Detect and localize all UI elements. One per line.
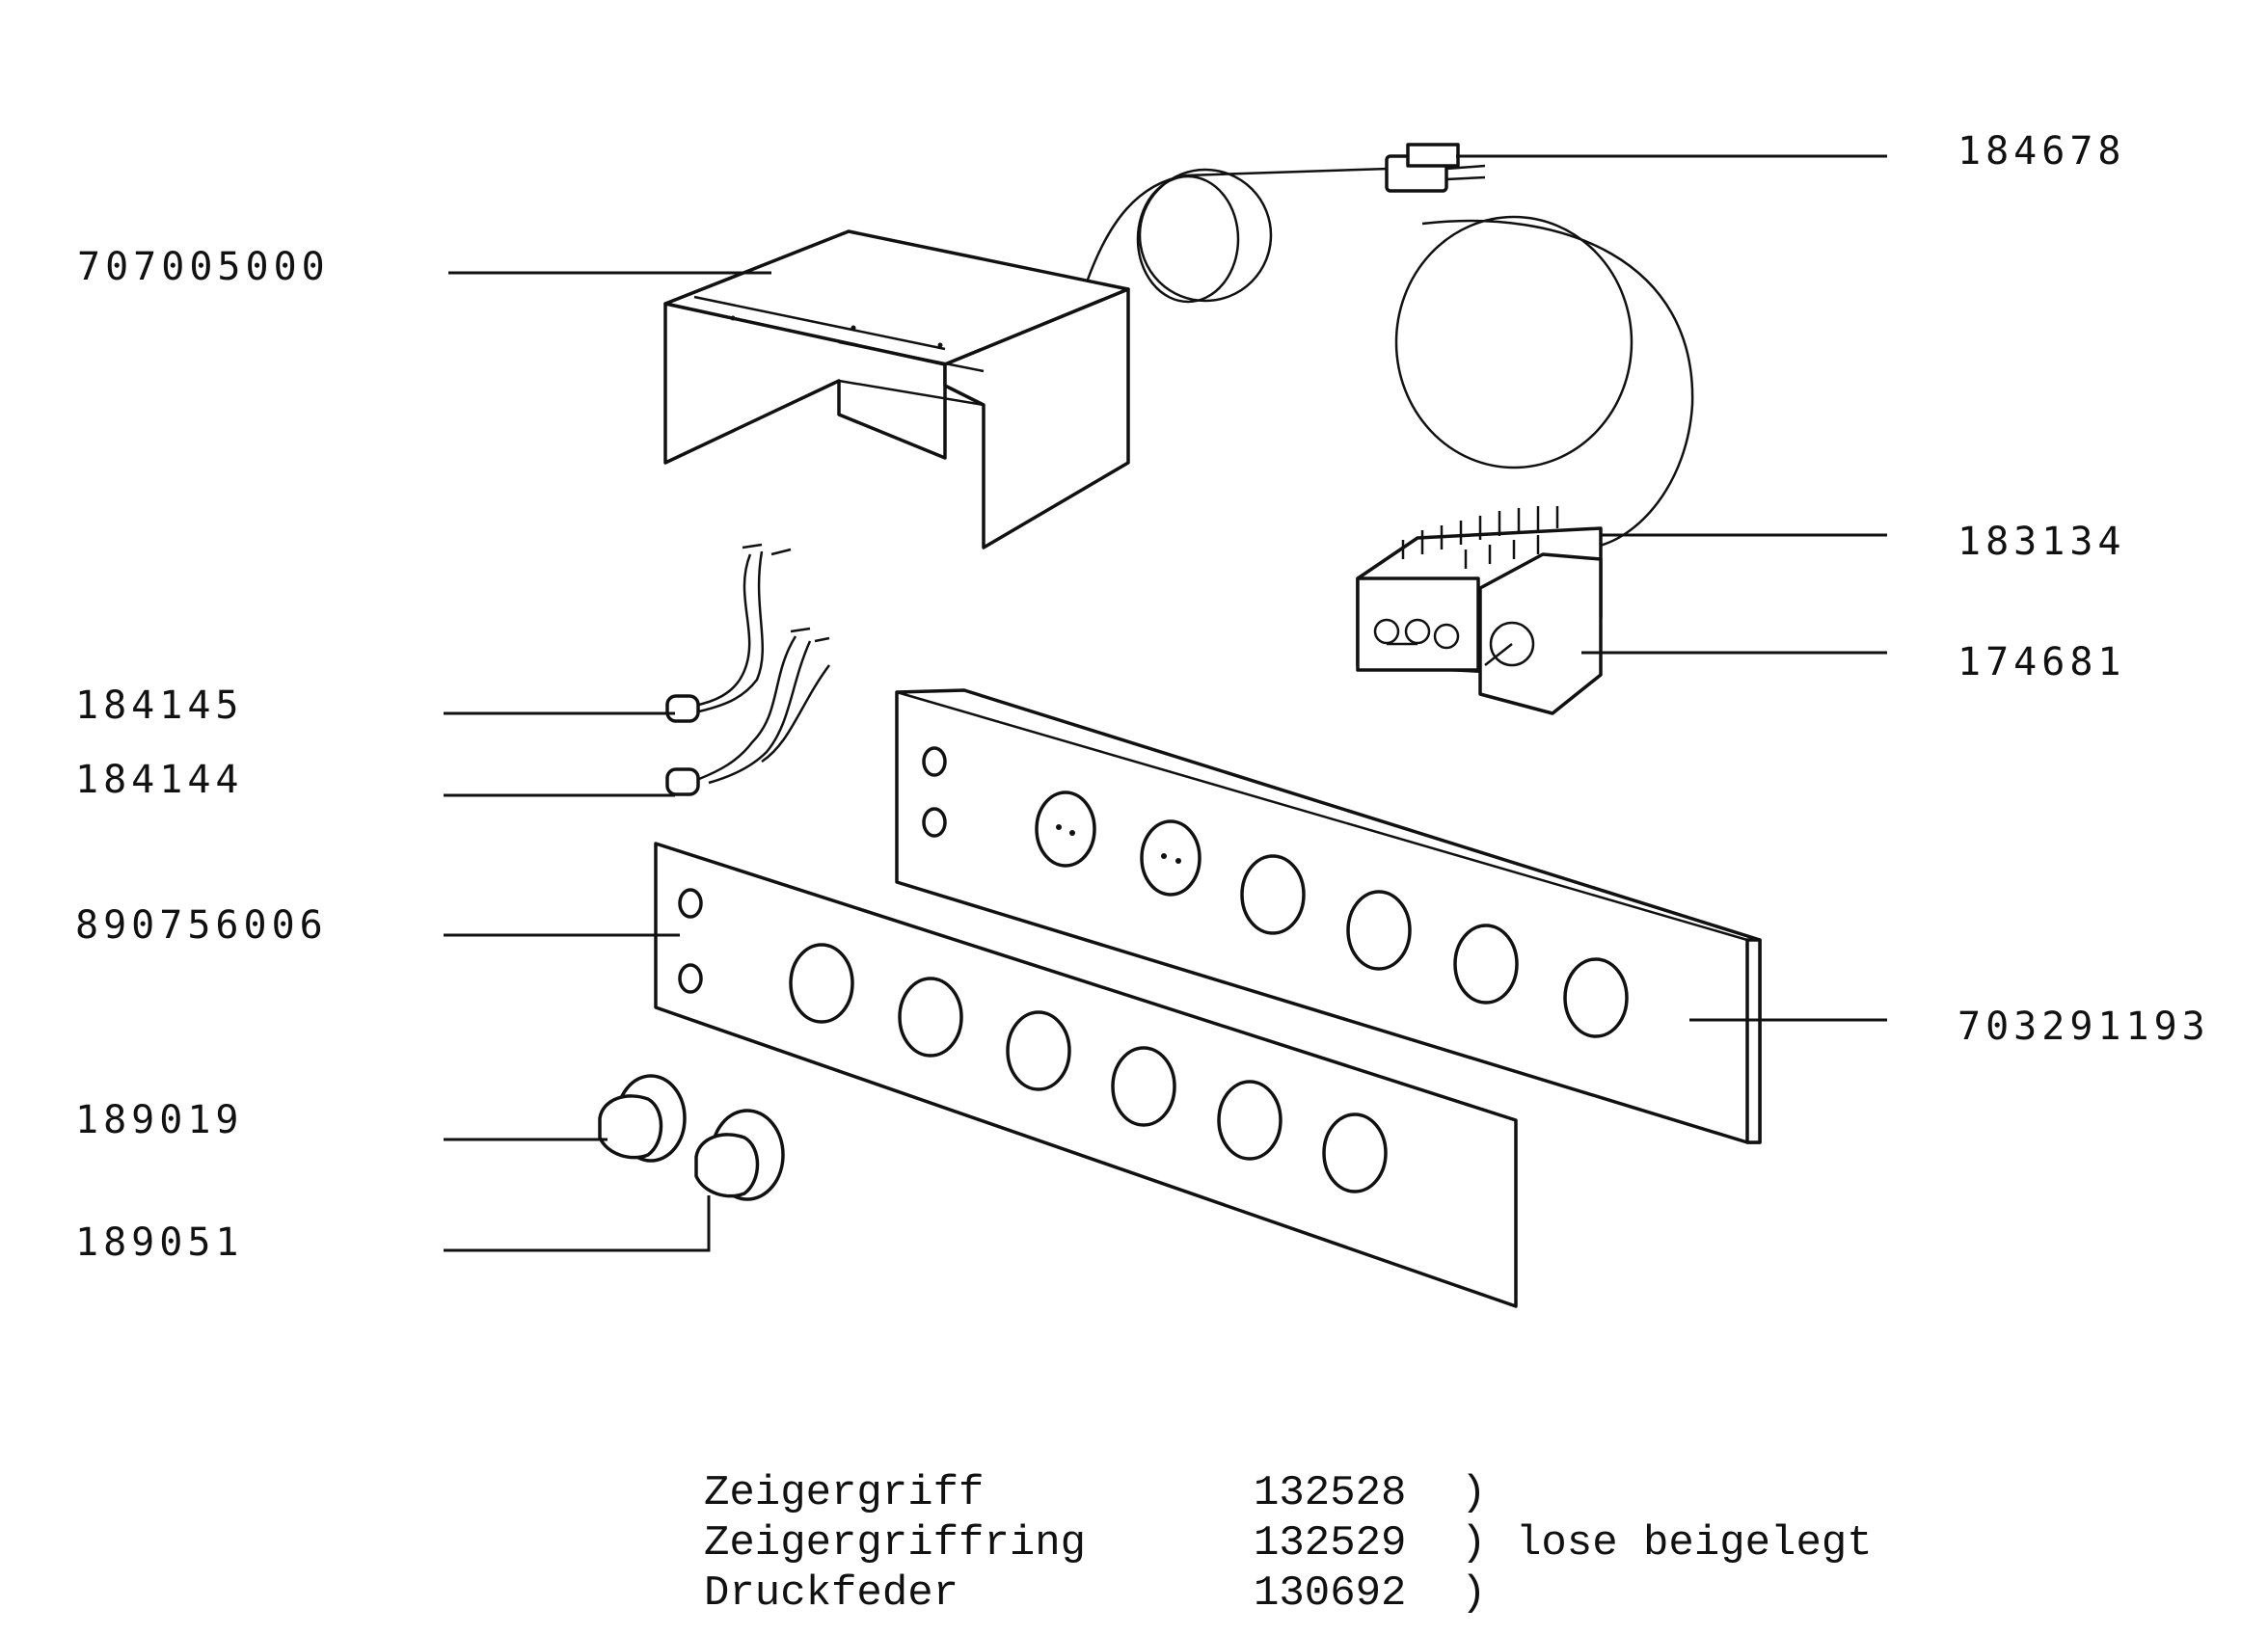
note-number-1: 132528 bbox=[1254, 1469, 1406, 1517]
note-number-3: 130692 bbox=[1254, 1569, 1406, 1618]
label-184145: 184145 bbox=[75, 683, 244, 728]
capillary-sensor bbox=[1086, 143, 1486, 304]
signal-lamps bbox=[665, 543, 831, 796]
cover-hood bbox=[663, 229, 1130, 549]
note-paren-3: ) bbox=[1461, 1569, 1486, 1618]
note-name-3: Druckfeder bbox=[704, 1569, 958, 1618]
part-number-labels: 184678 707005000 183134 174681 184145 18… bbox=[75, 129, 2210, 1265]
label-707005000: 707005000 bbox=[77, 245, 330, 289]
knobs bbox=[598, 1074, 785, 1201]
label-189019: 189019 bbox=[75, 1098, 244, 1142]
note-number-2: 132529 bbox=[1254, 1519, 1406, 1568]
label-703291193: 703291193 bbox=[1958, 1005, 2210, 1049]
capillary-loop bbox=[1394, 215, 1694, 549]
loose-parts-notes: Zeigergriff 132528 ) Zeigergriffring 132… bbox=[704, 1469, 1873, 1618]
note-paren-1: ) bbox=[1461, 1469, 1486, 1517]
label-189051: 189051 bbox=[75, 1220, 244, 1265]
front-panel bbox=[654, 842, 1518, 1308]
label-174681: 174681 bbox=[1958, 640, 2126, 684]
leader-lines bbox=[444, 154, 1887, 1252]
rotary-switch bbox=[1356, 506, 1603, 715]
label-890756006: 890756006 bbox=[75, 903, 328, 948]
label-183134: 183134 bbox=[1958, 520, 2126, 564]
note-name-1: Zeigergriff bbox=[704, 1469, 984, 1517]
label-184144: 184144 bbox=[75, 758, 244, 802]
note-suffix: lose beigelegt bbox=[1516, 1519, 1873, 1568]
note-name-2: Zeigergriffring bbox=[704, 1519, 1086, 1568]
rear-panel bbox=[895, 688, 1762, 1144]
label-184678: 184678 bbox=[1958, 129, 2126, 174]
note-paren-2: ) bbox=[1461, 1519, 1486, 1568]
